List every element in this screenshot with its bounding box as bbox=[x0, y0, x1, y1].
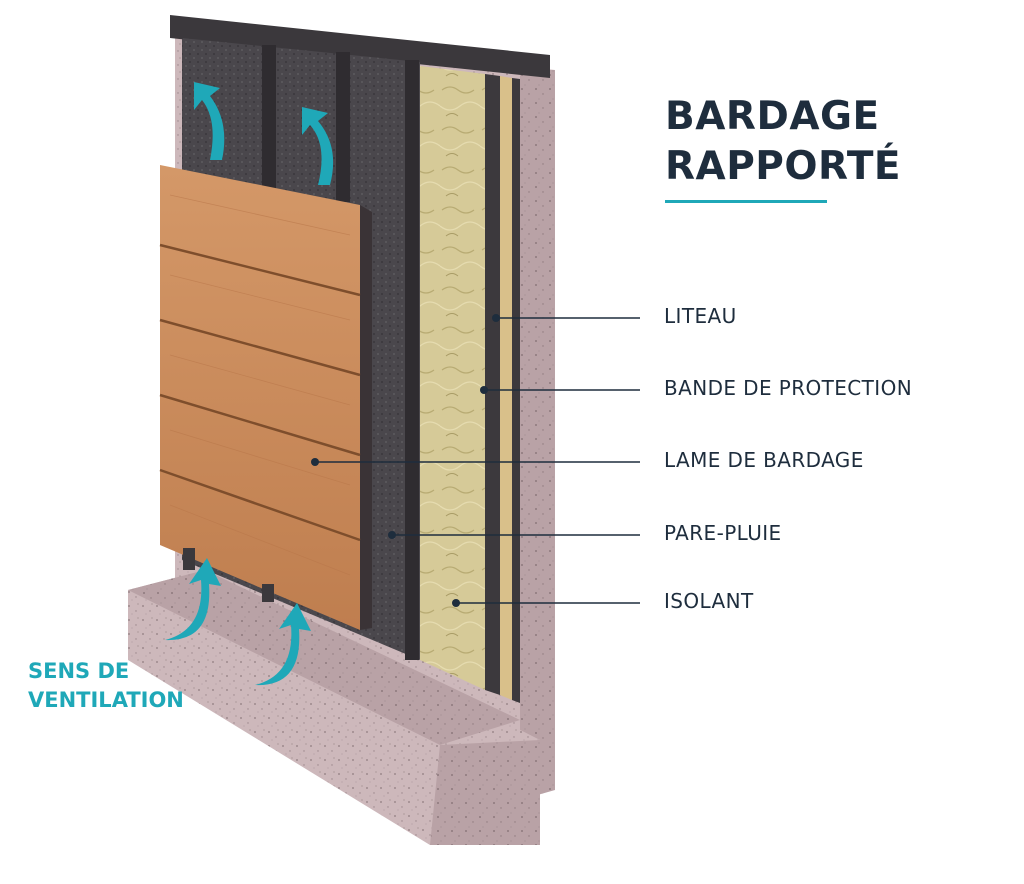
arrow-up-icon bbox=[165, 558, 221, 641]
label-bande-de-protection: BANDE DE PROTECTION bbox=[664, 376, 913, 400]
label-isolant: ISOLANT bbox=[664, 589, 754, 613]
ventilation-line-2: VENTILATION bbox=[28, 688, 184, 712]
leader-dots bbox=[311, 314, 500, 607]
isolant-layer bbox=[420, 66, 485, 690]
title-line-2: RAPPORTÉ bbox=[665, 144, 902, 189]
title-underline bbox=[665, 200, 827, 203]
leader-lines bbox=[315, 317, 640, 604]
ventilation-line-1: SENS DE bbox=[28, 659, 130, 683]
bande-de-protection bbox=[485, 74, 500, 695]
arrow-up-icon bbox=[255, 603, 311, 686]
ventilation-caption: SENS DE VENTILATION bbox=[28, 657, 184, 715]
label-lame-de-bardage: LAME DE BARDAGE bbox=[664, 448, 864, 472]
label-pare-pluie: PARE-PLUIE bbox=[664, 521, 782, 545]
arrow-up-icon bbox=[194, 82, 225, 160]
label-liteau: LITEAU bbox=[664, 304, 737, 328]
title-line-1: BARDAGE bbox=[665, 94, 880, 139]
liteau-batten bbox=[500, 76, 512, 700]
ventilation-arrows bbox=[165, 82, 334, 686]
arrow-up-icon bbox=[302, 107, 334, 185]
lame-de-bardage-boards bbox=[159, 165, 372, 630]
top-cap bbox=[170, 15, 550, 78]
